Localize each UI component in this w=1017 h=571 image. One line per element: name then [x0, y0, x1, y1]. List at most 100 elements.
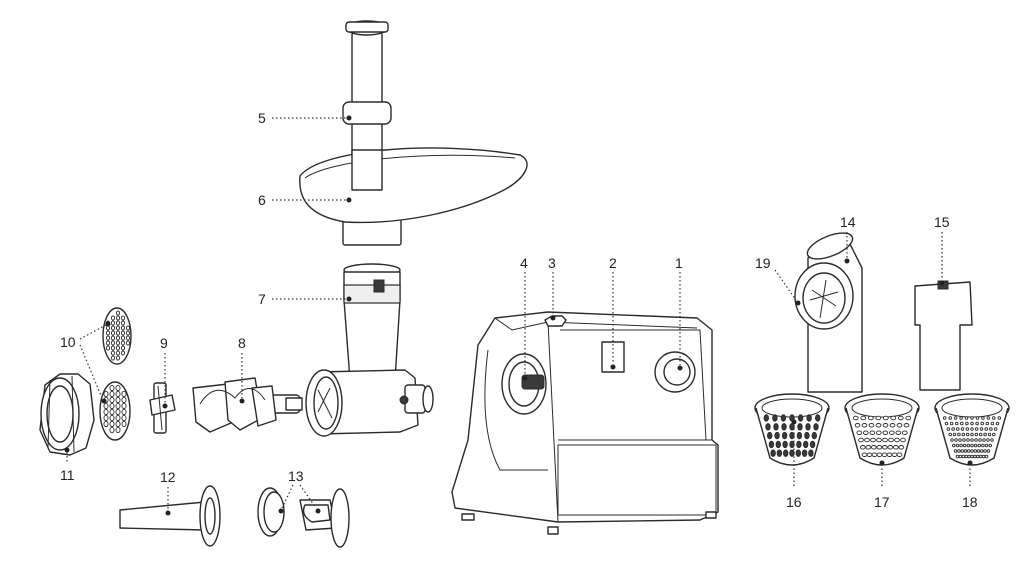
- plate-hole: [105, 325, 111, 331]
- leader-lines: [64, 115, 973, 516]
- drum-hole: [856, 430, 863, 435]
- drum-hole: [903, 423, 910, 428]
- plate-hole: [120, 330, 126, 336]
- drum-hole: [868, 423, 875, 428]
- drum-hole: [975, 421, 979, 426]
- drum-hole: [797, 423, 803, 431]
- drum-hole: [967, 454, 971, 459]
- plate-hole: [110, 335, 116, 341]
- drum-hole: [984, 427, 988, 431]
- drum-hole: [973, 454, 977, 459]
- drum-hole: [997, 416, 1002, 420]
- callout-15: 15: [934, 214, 950, 230]
- drum-hole: [789, 423, 795, 431]
- drum-hole: [870, 445, 877, 450]
- drum-hole: [970, 443, 974, 448]
- plate-hole: [115, 355, 121, 361]
- drum-hole: [875, 423, 882, 428]
- part-9-blade: [149, 382, 176, 434]
- plate-hole: [103, 390, 109, 398]
- plate-hole: [110, 350, 116, 356]
- drum-hole: [901, 430, 908, 435]
- motor-housing: [451, 311, 719, 535]
- drum-hole: [960, 427, 965, 431]
- drum-hole: [965, 432, 970, 437]
- drum-hole: [956, 427, 960, 431]
- drum-hole: [809, 440, 816, 449]
- plate-hole: [115, 390, 121, 398]
- plate-hole: [105, 340, 111, 346]
- drum-hole: [871, 452, 878, 457]
- drum-hole: [993, 427, 998, 431]
- drum-hole: [970, 438, 974, 442]
- plate-hole: [115, 402, 121, 410]
- drum-hole: [900, 437, 906, 443]
- plate-hole: [125, 325, 131, 331]
- drum-hole: [882, 423, 889, 428]
- drum-hole: [876, 452, 883, 457]
- callout-8: 8: [238, 335, 246, 351]
- drum-hole: [952, 443, 956, 448]
- drum-hole: [954, 438, 958, 442]
- drum-hole: [950, 438, 954, 442]
- callout-1: 1: [675, 255, 683, 271]
- drum-hole: [961, 454, 966, 459]
- drum-hole: [882, 437, 888, 443]
- callout-16: 16: [786, 494, 802, 510]
- plate-hole: [120, 345, 126, 351]
- callout-11: 11: [60, 467, 75, 483]
- drum-hole: [882, 430, 889, 435]
- drum-hole: [875, 430, 882, 435]
- drum-hole: [891, 452, 898, 457]
- drum-hole: [965, 427, 970, 431]
- plate-hole: [115, 340, 121, 346]
- plate-hole: [115, 420, 121, 428]
- drum-hole: [796, 440, 802, 449]
- drum-hole: [865, 445, 872, 450]
- plate-hole: [110, 315, 116, 321]
- drum-hole: [861, 452, 868, 457]
- callout-6: 6: [258, 192, 266, 208]
- drum-hole: [954, 421, 959, 426]
- plate-hole: [125, 330, 131, 336]
- part-18-drum: [934, 393, 1010, 466]
- callout-14: 14: [840, 214, 856, 230]
- plate-hole: [105, 345, 111, 351]
- plate-hole: [115, 384, 121, 392]
- drum-hole: [970, 449, 974, 453]
- plate-hole: [115, 345, 121, 351]
- drum-hole: [965, 421, 969, 426]
- drum-hole: [983, 432, 987, 437]
- plate-hole: [109, 390, 115, 398]
- drum-hole: [811, 431, 817, 440]
- part-6-tray: [299, 147, 528, 246]
- drum-hole: [988, 443, 992, 448]
- part-12-sausage-attachment: [119, 485, 221, 547]
- drum-hole: [973, 443, 978, 448]
- drum-hole: [948, 432, 952, 437]
- drum-hole: [894, 437, 900, 443]
- drum-hole: [789, 431, 795, 440]
- drum-hole: [974, 438, 978, 442]
- drum-hole: [981, 416, 985, 420]
- plate-hole: [110, 355, 116, 361]
- drum-hole: [953, 449, 958, 453]
- plate-hole: [120, 350, 126, 356]
- drum-hole: [992, 432, 996, 437]
- drum-hole: [966, 443, 971, 448]
- plate-hole: [110, 340, 116, 346]
- plate-hole: [109, 414, 115, 422]
- drum-hole: [772, 414, 778, 422]
- drum-hole: [974, 432, 979, 437]
- plate-hole: [120, 315, 126, 321]
- part-8-auger: [192, 377, 303, 433]
- drum-hole: [986, 416, 991, 420]
- drum-hole: [970, 416, 974, 420]
- drum-hole: [980, 421, 984, 426]
- drum-hole: [801, 449, 808, 457]
- drum-hole: [973, 449, 978, 453]
- drum-hole: [964, 454, 968, 459]
- drum-hole: [957, 432, 961, 437]
- drum-hole: [888, 430, 895, 435]
- drum-hole: [986, 449, 991, 453]
